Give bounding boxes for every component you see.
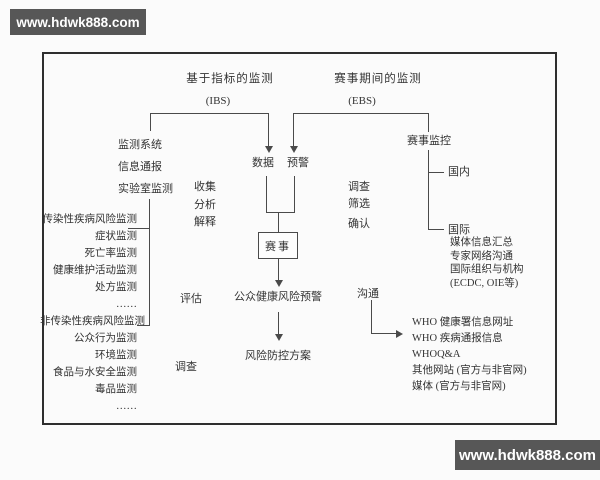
communicate-down-line xyxy=(371,300,372,333)
event-down-line xyxy=(278,259,279,281)
communicate-arrowhead-icon xyxy=(396,330,403,338)
source-information-report: 信息通报 xyxy=(118,161,162,173)
ibs-bracket-line xyxy=(150,113,269,114)
ebs-bracket-line xyxy=(293,113,429,114)
list-item: 专家网络沟通 xyxy=(450,250,513,262)
list-item: …… xyxy=(116,401,137,412)
list-item: 媒体 (官方与非官网) xyxy=(412,381,506,392)
merge-line xyxy=(266,212,295,213)
ebs-to-warning-line xyxy=(293,113,294,147)
data-label: 数据 xyxy=(252,157,274,169)
list-item: 其他网站 (官方与非官网) xyxy=(412,365,527,376)
source-monitoring-system: 监测系统 xyxy=(118,139,162,151)
plan-arrowhead-icon xyxy=(275,334,283,341)
noninfectious-connector xyxy=(137,325,149,326)
watermark-bottom-right: www.hdwk888.com xyxy=(455,440,600,470)
process-assess: 评估 xyxy=(180,293,202,305)
step-confirm: 确认 xyxy=(348,218,370,230)
monitoring-branch-line xyxy=(428,150,429,230)
list-item: (ECDC, OIE等) xyxy=(450,277,519,289)
ebs-title: 赛事期间的监测 xyxy=(334,73,422,85)
warning-plan-line xyxy=(278,312,279,335)
list-item: 健康维护活动监测 xyxy=(53,265,137,276)
diagram-border xyxy=(42,52,557,425)
process-analyze: 分析 xyxy=(194,199,216,211)
list-item: 毒品监测 xyxy=(95,384,137,395)
public-health-warning-label: 公众健康风险预警 xyxy=(234,291,322,303)
list-item: 处方监测 xyxy=(95,282,137,293)
ebs-abbr: (EBS) xyxy=(348,95,376,107)
warning-down-line xyxy=(294,176,295,213)
list-item: WHO 疾病通报信息 xyxy=(412,333,503,344)
monitor-type-list: 传染性疾病风险监测 症状监测 死亡率监测 健康维护活动监测 处方监测 …… 非传… xyxy=(40,211,145,415)
warning-label: 预警 xyxy=(287,157,309,169)
watermark-top-left: www.hdwk888.com xyxy=(10,9,146,35)
warning-arrowhead-icon xyxy=(290,146,298,153)
data-arrowhead-icon xyxy=(265,146,273,153)
step-investigate: 调查 xyxy=(348,181,370,193)
event-box: 赛事 xyxy=(258,232,298,259)
ibs-to-data-line xyxy=(268,113,269,147)
list-item: 食品与水安全监测 xyxy=(53,367,137,378)
step-screen: 筛选 xyxy=(348,198,370,210)
ibs-bracket-left-stub xyxy=(150,113,151,131)
merge-to-event-line xyxy=(278,212,279,232)
ibs-title: 基于指标的监测 xyxy=(186,73,274,85)
source-laboratory-monitoring: 实验室监测 xyxy=(118,183,173,195)
domestic-connector xyxy=(428,172,444,173)
infectious-connector xyxy=(128,228,149,229)
list-item: 环境监测 xyxy=(95,350,137,361)
communicate-right-line xyxy=(371,333,397,334)
list-item: 公众行为监测 xyxy=(74,333,137,344)
process-collect: 收集 xyxy=(194,181,216,193)
domestic-label: 国内 xyxy=(448,166,470,178)
list-item: WHOQ&A xyxy=(412,349,461,360)
who-channel-list: WHO 健康署信息网址 WHO 疾病通报信息 WHOQ&A 其他网站 (官方与非… xyxy=(412,315,527,395)
data-down-line xyxy=(266,176,267,213)
list-item: 媒体信息汇总 xyxy=(450,237,513,248)
list-item: 国际组织与机构 xyxy=(450,264,524,275)
ibs-abbr: (IBS) xyxy=(205,95,231,107)
list-item: WHO 健康署信息网址 xyxy=(412,317,514,328)
list-item: 死亡率监测 xyxy=(84,248,138,259)
ebs-right-stub xyxy=(428,113,429,132)
event-arrowhead-icon xyxy=(275,280,283,287)
risk-plan-label: 风险防控方案 xyxy=(245,350,311,362)
communicate-label: 沟通 xyxy=(357,288,379,300)
list-item: 传染性疾病风险监测 xyxy=(42,214,138,225)
international-connector xyxy=(428,229,444,230)
event-monitoring-label: 赛事监控 xyxy=(407,135,451,147)
international-list: 媒体信息汇总 专家网络沟通 国际组织与机构 (ECDC, OIE等) xyxy=(450,236,524,290)
international-label: 国际 xyxy=(448,224,470,236)
process-interpret: 解释 xyxy=(194,216,216,228)
list-item: …… xyxy=(116,299,137,310)
process-investigate: 调查 xyxy=(175,361,197,373)
list-item: 非传染性疾病风险监测 xyxy=(40,316,145,327)
left-bracket-line xyxy=(149,199,150,326)
list-item: 症状监测 xyxy=(95,231,137,242)
